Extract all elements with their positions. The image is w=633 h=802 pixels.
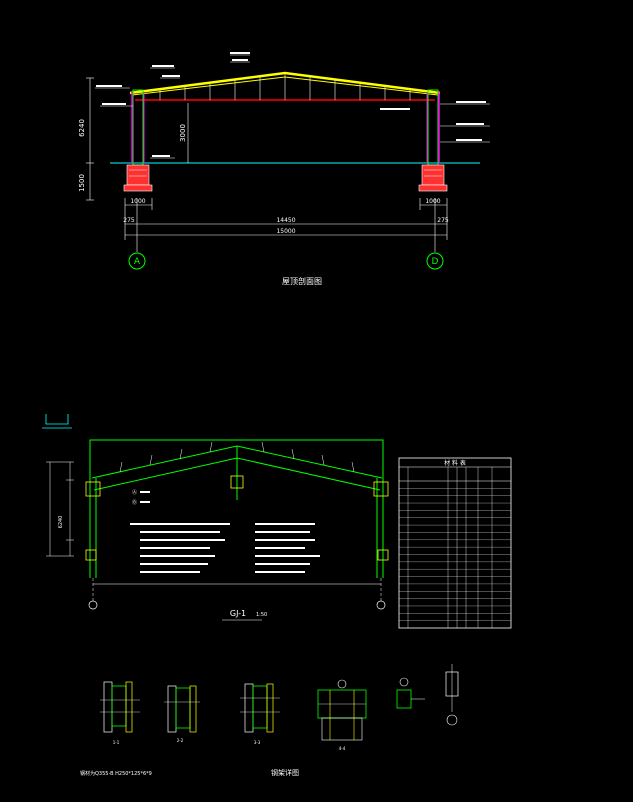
table-rows — [399, 488, 511, 621]
details-title: 钢架详图 — [271, 768, 299, 777]
detail-3 — [240, 683, 280, 733]
dim-col-width-left: 1000 — [130, 198, 145, 205]
key-sketch — [42, 414, 72, 429]
frame-axis-left — [88, 600, 98, 610]
material-table: 材 料 表 — [398, 457, 512, 629]
horizontal-dims — [124, 198, 448, 252]
detail-label-3: 3-3 — [254, 740, 261, 745]
details-footnote: 钢材为Q355-B H250*125*6*9 — [80, 770, 152, 777]
dim-edge-left: 275 — [123, 217, 135, 224]
right-foundation — [418, 164, 448, 192]
frame-vertical-dims — [46, 461, 74, 557]
dim-edge-right: 275 — [437, 217, 449, 224]
frame-title: GJ-1 — [230, 609, 246, 618]
left-foundation — [123, 164, 153, 192]
frame-axis-right — [376, 600, 386, 610]
legend-mark-a: Ⓐ — [132, 489, 137, 496]
note-lines-right — [255, 523, 320, 573]
roof-line — [129, 71, 441, 95]
detail-1 — [100, 681, 140, 733]
right-column — [426, 89, 440, 166]
detail-label-4: 4-4 — [339, 746, 346, 751]
roof-section-view: 6240 1500 3000 1000 1000 275 275 14450 1… — [78, 52, 490, 286]
truss-web — [159, 74, 411, 100]
dim-height-top: 6240 — [78, 119, 86, 137]
legend-mark-b: Ⓑ — [132, 499, 137, 506]
frame-scale: 1:50 — [256, 612, 267, 618]
left-column — [131, 89, 145, 166]
dim-col-width-right: 1000 — [425, 198, 440, 205]
details-view: 1-1 2-2 3-3 4-4 — [80, 664, 459, 777]
axis-label-d: D — [432, 257, 439, 267]
annotation-leaders — [95, 54, 490, 159]
dim-inner-span: 14450 — [276, 217, 295, 224]
purlin-ticks — [119, 441, 355, 473]
vertical-dim — [86, 77, 189, 201]
annotation-scribbles — [96, 52, 486, 157]
axis-bubble-a — [128, 252, 146, 270]
frame-elevation-view: 6240 Ⓐ Ⓑ GJ-1 1:50 — [42, 414, 389, 621]
material-table-title: 材 料 表 — [444, 459, 466, 467]
frame-notes: Ⓐ Ⓑ — [130, 489, 320, 573]
table-columns — [407, 467, 493, 628]
detail-4 — [317, 679, 367, 741]
dim-height-bottom: 1500 — [78, 174, 86, 192]
axis-label-a: A — [134, 257, 141, 267]
note-lines-left — [130, 491, 230, 573]
frame-height-dim: 6240 — [58, 516, 64, 529]
detail-label-1: 1-1 — [113, 740, 120, 745]
detail-6 — [445, 664, 459, 726]
dim-clear-height: 3000 — [179, 124, 187, 142]
frame-joints — [85, 475, 389, 561]
frame-outline — [89, 439, 384, 578]
detail-5 — [396, 677, 425, 709]
axis-bubble-d — [426, 252, 444, 270]
roof-section-title: 屋顶剖面图 — [282, 276, 322, 286]
detail-2 — [164, 685, 200, 733]
dim-total-span: 15000 — [276, 228, 295, 235]
detail-label-2: 2-2 — [177, 738, 184, 743]
